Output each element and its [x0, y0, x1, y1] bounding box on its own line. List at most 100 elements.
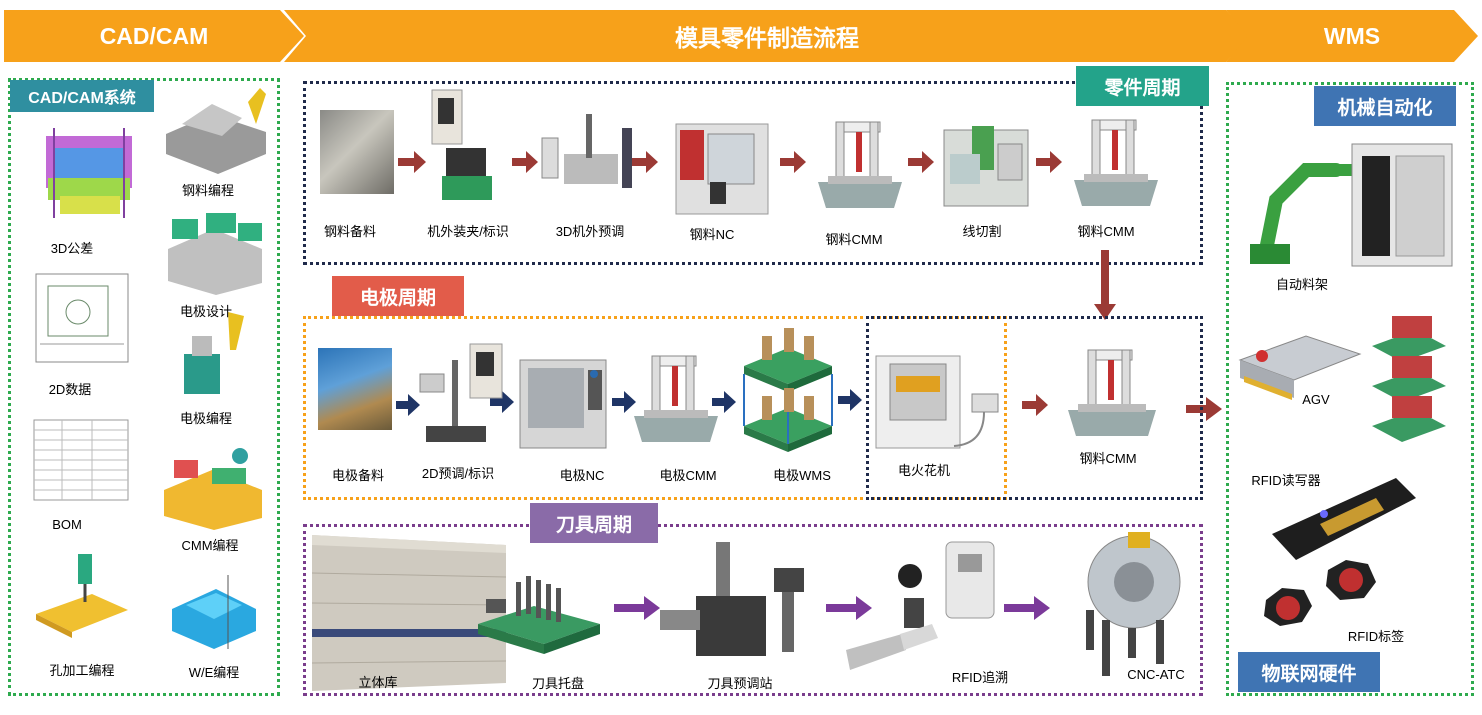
left-label-hole-machining: 孔加工编程 — [49, 663, 115, 678]
electrode-label-2d-presetter: 2D预调/标识 — [421, 466, 495, 481]
steel-stock-image — [320, 110, 394, 194]
3d-presetter-image — [541, 114, 632, 188]
arrow-right-icon — [908, 151, 934, 173]
rfid-tag-image — [846, 541, 995, 670]
steel-nc-machine-image — [675, 123, 769, 215]
steel-cmm-image-2 — [1074, 119, 1158, 206]
cnc-atc-image — [1086, 532, 1181, 676]
left-label-steel-programming: 钢料编程 — [181, 183, 235, 198]
arrow-right-icon — [632, 151, 658, 173]
left-label-electrode-design: 电极设计 — [179, 304, 233, 319]
automation-title: 机械自动化 — [1314, 86, 1456, 126]
cadcam-panel — [8, 78, 280, 696]
tool-cycle-box — [303, 524, 1203, 696]
tool-presetter-image — [660, 542, 804, 656]
header-flow-text: 模具零件制造流程 — [675, 25, 859, 51]
steel-programming-image — [166, 88, 266, 174]
part-cycle-title: 零件周期 — [1076, 66, 1209, 106]
arrow-down-icon — [1094, 250, 1116, 320]
cmm-programming-image — [164, 448, 262, 530]
2d-presetter-image — [419, 343, 503, 442]
vertical-storage-image — [311, 535, 507, 691]
cadcam-panel-title: CAD/CAM系统 — [10, 80, 154, 112]
tool-pallet-image — [478, 576, 600, 654]
left-label-we-programming: W/E编程 — [188, 665, 240, 680]
wms-panel — [1226, 82, 1474, 696]
auto-rack-image — [1250, 143, 1453, 267]
electrode-label-cmm: 电极CMM — [659, 468, 717, 483]
rfid-label-image — [1264, 560, 1376, 626]
edm-cycle-box — [866, 316, 1203, 500]
electrode-stock-image — [318, 348, 392, 430]
electrode-label-edm: 电火花机 — [897, 463, 951, 478]
header-cadcam: CAD/CAM — [4, 10, 304, 62]
arrow-right-icon — [614, 596, 660, 620]
3d-tolerance-image — [46, 128, 132, 218]
right-label-rfid-reader: RFID读写器 — [1251, 473, 1321, 488]
electrode-cycle-box — [303, 316, 1007, 500]
arrow-right-icon — [490, 391, 514, 413]
electrode-label-stock: 电极备料 — [331, 468, 385, 483]
chevron-shape — [284, 10, 1250, 62]
part-label-steel-nc: 钢料NC — [689, 227, 735, 242]
tool-label-pallet: 刀具托盘 — [531, 676, 585, 691]
header-wms: WMS — [1226, 10, 1478, 62]
arrow-right-icon — [396, 394, 420, 416]
left-label-cmm-programming: CMM编程 — [181, 538, 239, 553]
electrode-wms-image — [743, 328, 833, 452]
arrow-right-icon — [1036, 151, 1062, 173]
arrow-right-icon — [1004, 596, 1050, 620]
wire-cut-image — [943, 126, 1029, 207]
electrode-design-image — [168, 213, 262, 295]
left-label-2d-data: 2D数据 — [48, 382, 92, 397]
part-label-wire-cut: 线切割 — [962, 224, 1002, 239]
right-label-rfid-label: RFID标签 — [1347, 629, 1405, 644]
arrow-right-icon — [398, 151, 426, 173]
right-label-auto-rack: 自动料架 — [1275, 277, 1329, 292]
arrow-right-icon — [512, 151, 538, 173]
arrow-right-icon — [612, 391, 636, 413]
iot-title: 物联网硬件 — [1238, 652, 1380, 692]
agv-image — [1238, 316, 1446, 442]
edm-machine-image — [875, 355, 999, 449]
arrow-right-icon — [838, 389, 862, 411]
left-label-bom: BOM — [52, 517, 82, 532]
part-label-steel-cmm-2: 钢料CMM — [1077, 224, 1135, 239]
edm-steel-cmm-image — [1068, 349, 1156, 436]
header-wms-text: WMS — [1323, 22, 1381, 49]
electrode-label-steel-cmm: 钢料CMM — [1079, 451, 1137, 466]
header-flow: 模具零件制造流程 — [284, 10, 1250, 62]
tool-label-rfid: RFID追溯 — [951, 670, 1009, 685]
left-label-electrode-programming: 电极编程 — [179, 411, 233, 426]
part-label-offline-fixture: 机外装夹/标识 — [427, 224, 509, 239]
electrode-cycle-title: 电极周期 — [332, 276, 464, 316]
steel-cmm-image-1 — [818, 121, 902, 208]
part-label-steel-stock: 钢料备料 — [323, 224, 377, 239]
right-label-agv: AGV — [1302, 392, 1330, 407]
offline-fixture-image — [431, 89, 492, 200]
part-cycle-box — [303, 81, 1203, 265]
bom-image — [33, 419, 129, 501]
part-label-3d-presetter: 3D机外预调 — [555, 224, 625, 239]
electrode-label-nc: 电极NC — [559, 468, 605, 483]
header-cadcam-text: CAD/CAM — [99, 22, 209, 49]
chevron-shape — [4, 10, 304, 62]
tool-label-storage: 立体库 — [358, 675, 398, 690]
arrow-right-icon — [826, 596, 872, 620]
chevron-shape — [1226, 10, 1478, 62]
electrode-label-wms: 电极WMS — [773, 468, 831, 483]
arrow-right-icon — [1186, 397, 1222, 421]
arrow-right-icon — [1022, 394, 1048, 416]
tool-label-presetter: 刀具预调站 — [707, 676, 773, 691]
rfid-reader-image — [1272, 478, 1416, 560]
arrow-right-icon — [712, 391, 736, 413]
tool-cycle-title: 刀具周期 — [530, 503, 658, 543]
2d-data-image — [35, 273, 129, 363]
hole-machining-programming-image — [36, 554, 128, 638]
electrode-programming-image — [184, 312, 244, 394]
electrode-nc-machine-image — [519, 359, 607, 449]
tool-label-cnc-atc: CNC-ATC — [1127, 667, 1185, 682]
we-programming-image — [172, 575, 256, 649]
electrode-cmm-image — [634, 355, 718, 442]
